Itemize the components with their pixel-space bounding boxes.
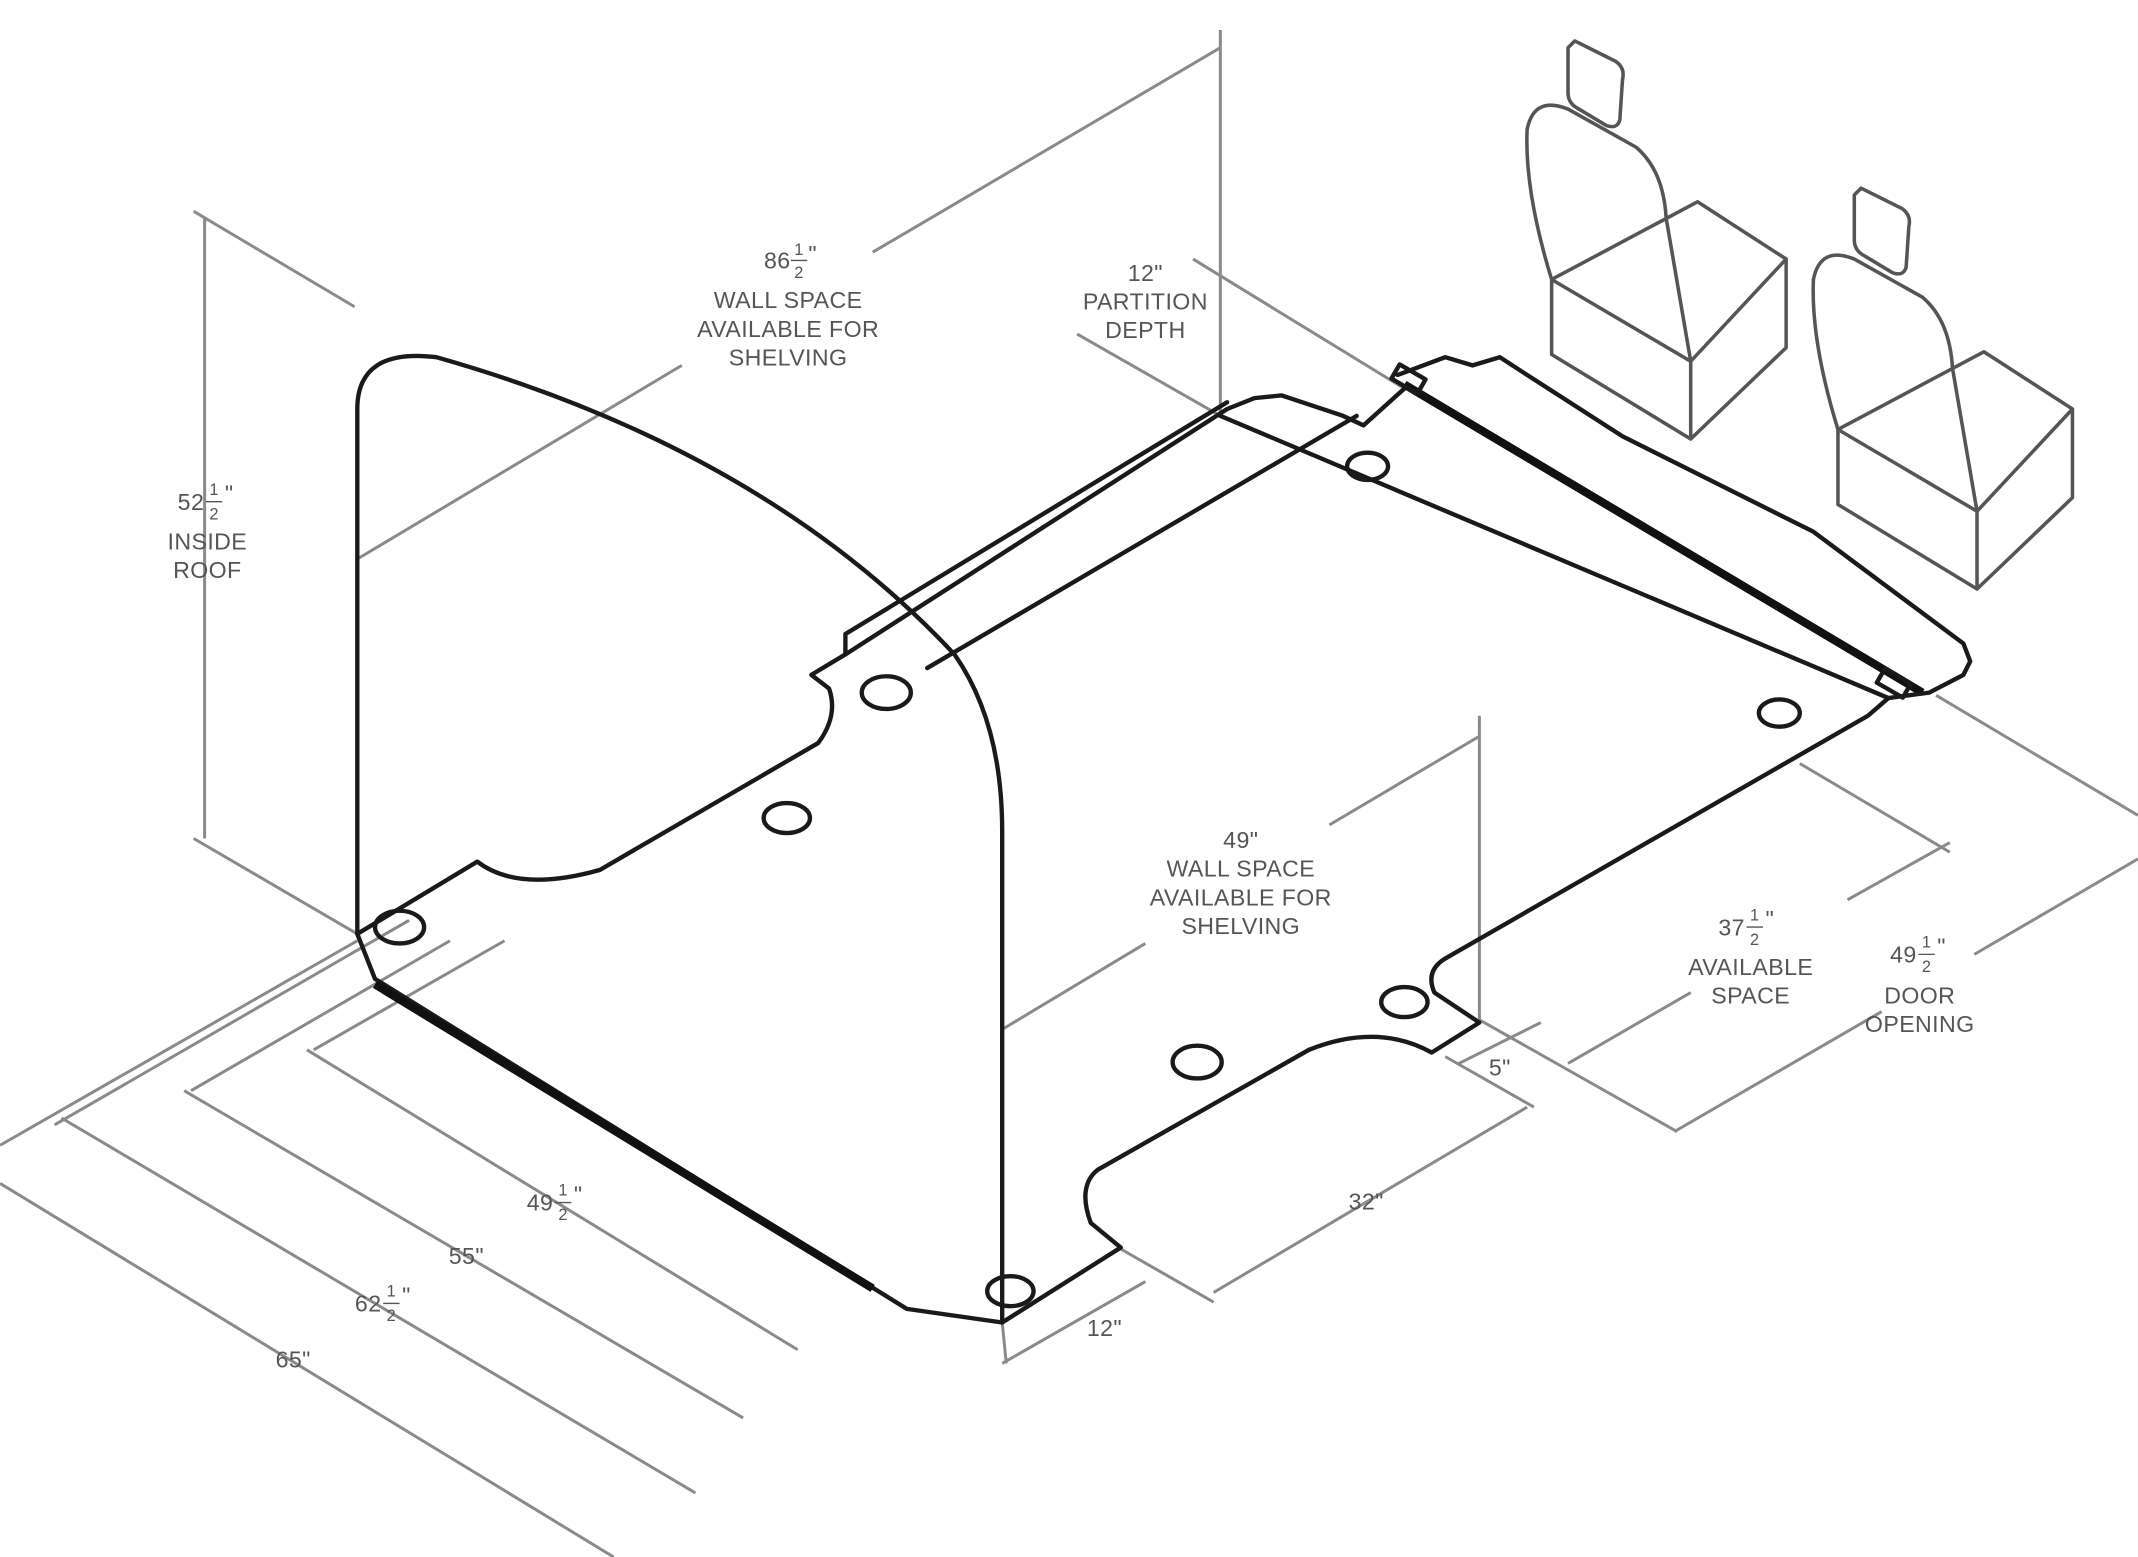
svg-text:49: 49	[527, 1190, 554, 1216]
floor-front-edge	[372, 980, 875, 1292]
svg-text:2: 2	[794, 264, 804, 282]
label-front-wall-space: 49" WALL SPACE AVAILABLE FOR SHELVING	[1150, 827, 1332, 939]
label-partition-depth: 12" PARTITION DEPTH	[1083, 260, 1208, 343]
svg-text:1: 1	[558, 1182, 568, 1200]
floor-outline	[355, 386, 1891, 1325]
floor-side-edge	[1402, 380, 1925, 697]
svg-text:ROOF: ROOF	[173, 557, 242, 583]
seat-passenger-icon	[1811, 186, 2075, 591]
svg-text:INSIDE: INSIDE	[167, 528, 247, 554]
label-inside-roof: 52 1 2 " INSIDE ROOF	[167, 481, 247, 583]
svg-text:WALL SPACE: WALL SPACE	[1166, 856, 1315, 882]
label-dim-62-5: 62 1 2 "	[355, 1282, 411, 1325]
svg-text:": "	[808, 241, 817, 267]
label-dim-65: 65"	[276, 1346, 311, 1372]
label-dim-32: 32"	[1349, 1188, 1384, 1214]
label-rear-wall-space: 86 1 2 " WALL SPACE AVAILABLE FOR SHELVI…	[697, 241, 879, 371]
svg-text:1: 1	[1922, 934, 1932, 952]
svg-text:PARTITION: PARTITION	[1083, 288, 1208, 314]
svg-text:": "	[225, 481, 234, 507]
svg-text:52: 52	[178, 489, 205, 515]
svg-text:12": 12"	[1128, 260, 1163, 286]
svg-text:": "	[574, 1182, 583, 1208]
svg-text:DOOR: DOOR	[1884, 982, 1955, 1008]
label-dim-49-5: 49 1 2 "	[527, 1182, 583, 1225]
svg-text:49": 49"	[1223, 827, 1258, 853]
svg-text:62: 62	[355, 1291, 382, 1317]
label-available-space: 37 1 2 " AVAILABLE SPACE	[1688, 906, 1813, 1008]
svg-text:1: 1	[387, 1283, 397, 1301]
dimension-lines	[0, 29, 2138, 1557]
label-dim-5: 5"	[1489, 1055, 1511, 1081]
svg-text:1: 1	[1750, 906, 1760, 924]
svg-text:WALL SPACE: WALL SPACE	[714, 287, 863, 313]
svg-text:2: 2	[558, 1206, 568, 1224]
svg-text:DEPTH: DEPTH	[1105, 317, 1186, 343]
svg-text:1: 1	[794, 241, 804, 259]
svg-text:SHELVING: SHELVING	[729, 344, 848, 370]
svg-text:AVAILABLE FOR: AVAILABLE FOR	[1150, 884, 1332, 910]
svg-text:37: 37	[1718, 914, 1745, 940]
label-dim-55: 55"	[449, 1243, 484, 1269]
svg-text:": "	[402, 1282, 411, 1308]
svg-text:2: 2	[209, 505, 219, 523]
label-dim-12: 12"	[1087, 1315, 1122, 1341]
label-door-opening: 49 1 2 " DOOR OPENING	[1865, 933, 1975, 1037]
svg-text:": "	[1765, 906, 1774, 932]
svg-text:SPACE: SPACE	[1711, 982, 1790, 1008]
svg-text:OPENING: OPENING	[1865, 1011, 1975, 1037]
tie-down-holes	[372, 450, 1802, 1309]
svg-text:1: 1	[209, 481, 219, 499]
svg-text:86: 86	[764, 248, 791, 274]
svg-text:2: 2	[387, 1307, 397, 1325]
svg-text:AVAILABLE FOR: AVAILABLE FOR	[697, 316, 879, 342]
svg-text:2: 2	[1750, 931, 1760, 949]
partition-wall-outline	[355, 353, 1005, 1322]
svg-text:2: 2	[1922, 958, 1932, 976]
seat-driver-icon	[1525, 39, 1788, 441]
svg-text:SHELVING: SHELVING	[1181, 913, 1300, 939]
svg-text:": "	[1937, 933, 1946, 959]
svg-text:AVAILABLE: AVAILABLE	[1688, 954, 1813, 980]
svg-text:49: 49	[1890, 942, 1917, 968]
